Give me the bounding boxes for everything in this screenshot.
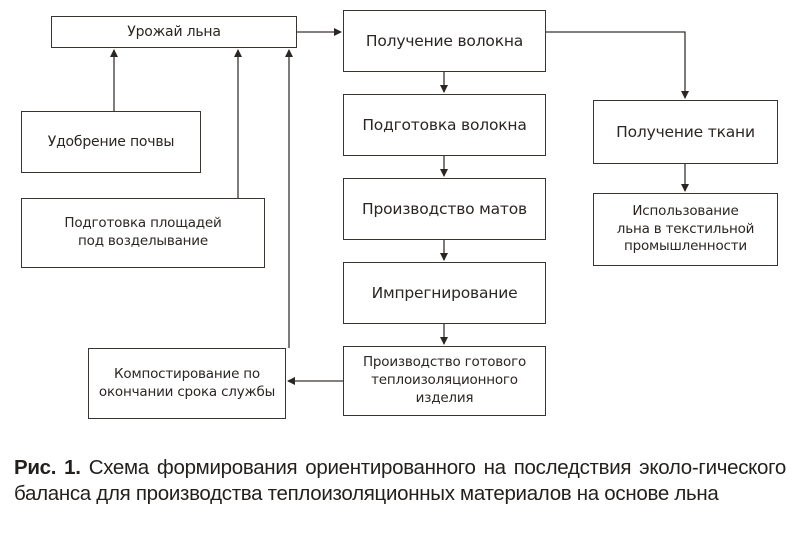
node-prepare-fiber-label: Подготовка волокна	[362, 115, 527, 134]
node-harvest: Урожай льна	[51, 16, 297, 48]
node-mats-label: Производство матов	[362, 199, 527, 218]
node-harvest-label: Урожай льна	[127, 23, 221, 40]
node-composting: Компостирование по окончании срока служб…	[88, 348, 286, 419]
figure-caption: Рис. 1. Схема формирования ориентированн…	[14, 455, 786, 507]
node-composting-label: Компостирование по окончании срока служб…	[98, 365, 276, 400]
node-mats: Производство матов	[343, 178, 546, 240]
connectors	[110, 28, 689, 385]
node-impregnation: Импрегнирование	[343, 262, 546, 324]
node-fertilize: Удобрение почвы	[21, 111, 201, 173]
caption-label: Рис. 1.	[14, 456, 81, 479]
node-fabric: Получение ткани	[593, 100, 778, 164]
node-textile-use: Использование льна в текстильной промышл…	[593, 193, 778, 266]
node-fertilize-label: Удобрение почвы	[47, 133, 175, 150]
node-impregnation-label: Импрегнирование	[371, 283, 518, 302]
flow-diagram: Урожай льна Удобрение почвы Подготовка п…	[21, 10, 778, 419]
node-final-product: Производство готового теплоизоляционного…	[343, 346, 546, 416]
node-final-product-label: Производство готового теплоизоляционного…	[362, 354, 527, 406]
node-textile-use-label: Использование льна в текстильной промышл…	[616, 202, 755, 255]
caption-text: Схема формирования ориентированного на п…	[14, 456, 786, 505]
edge-get-fiber-fabric	[546, 31, 689, 99]
node-get-fiber-label: Получение волокна	[365, 31, 524, 50]
node-fabric-label: Получение ткани	[616, 122, 755, 141]
node-get-fiber: Получение волокна	[343, 10, 546, 72]
node-prepare-land-label: Подготовка площадей под возделывание	[64, 215, 222, 249]
node-prepare-fiber: Подготовка волокна	[343, 94, 546, 156]
node-prepare-land: Подготовка площадей под возделывание	[21, 198, 265, 268]
